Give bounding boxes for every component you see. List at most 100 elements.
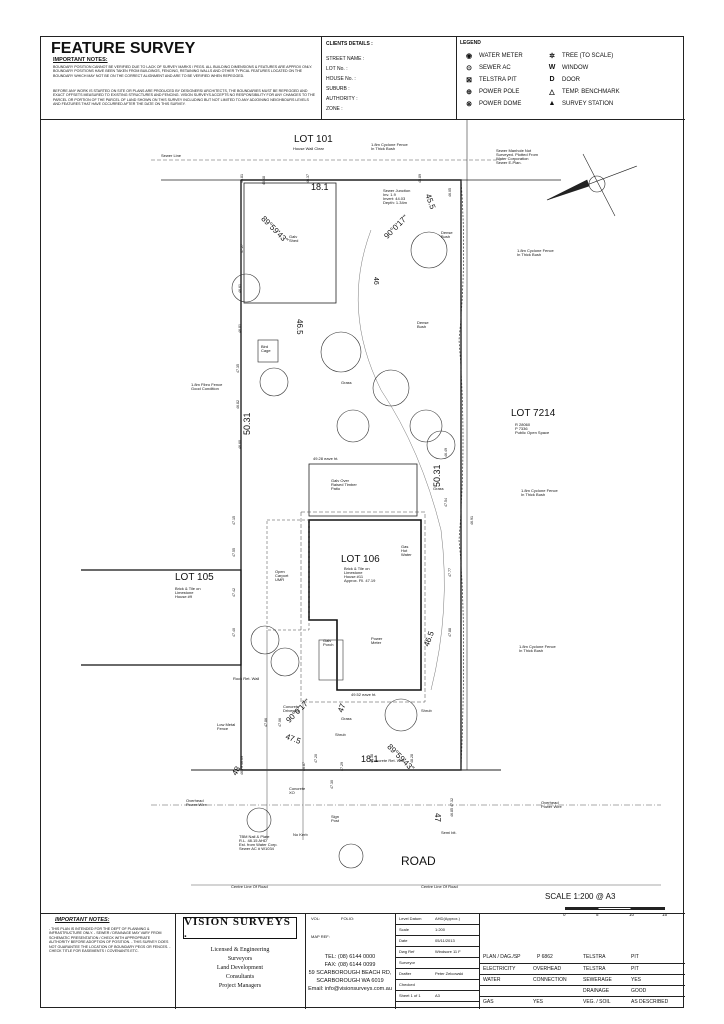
footer-divider-v3 bbox=[395, 913, 396, 1009]
plan-label-centre-line-right: Centre Line Of Road bbox=[421, 884, 458, 889]
services-row-divider bbox=[479, 974, 685, 975]
info-row-divider bbox=[395, 968, 479, 969]
client-field-label: AUTHORITY : bbox=[326, 96, 358, 102]
page-title: FEATURE SURVEY bbox=[51, 40, 196, 57]
legend-label: TEMP. BENCHMARK bbox=[562, 89, 620, 95]
spot-level: 47.29 bbox=[340, 762, 344, 771]
plan-label-shrub-b: Shrub bbox=[421, 708, 432, 713]
plan-label-grass-a: Grass bbox=[341, 380, 352, 385]
services-cell: VEG. / SOIL bbox=[583, 999, 611, 1005]
info-value: 05/11/2013 bbox=[435, 938, 455, 943]
dimension-d47-b: 47 bbox=[433, 813, 442, 822]
site-plan bbox=[81, 120, 661, 886]
dimension-top-width: 18.1 bbox=[311, 182, 329, 192]
spot-level: 47.06 bbox=[278, 718, 282, 727]
logo-text: VISION SURVEYS . bbox=[184, 916, 291, 940]
services-cell: WATER bbox=[483, 977, 501, 983]
client-field-label: SUBURB : bbox=[326, 86, 350, 92]
contact-line: 59 SCARBOROUGH BEACH RD, bbox=[308, 970, 392, 976]
services-cell: TELSTRA bbox=[583, 966, 606, 972]
spot-level: 45.89 bbox=[418, 174, 422, 183]
plan-label-sewer-line: Sewer Line bbox=[161, 153, 182, 158]
services-cell: PIT bbox=[631, 966, 639, 972]
client-field-label: ZONE : bbox=[326, 106, 343, 112]
plan-label-lot101: LOT 101 bbox=[294, 134, 333, 145]
spot-level: 48.38 bbox=[370, 754, 374, 763]
info-value: Peter Zelcowski bbox=[435, 971, 464, 976]
plan-label-patio-eave: 49.28 eave ht. bbox=[313, 456, 339, 461]
plan-label-lot101-note: House Wall Clear bbox=[293, 146, 324, 151]
plan-label-rock-ret-wall: Rock Ret. Wall bbox=[233, 676, 260, 681]
client-field-label: HOUSE No. : bbox=[326, 76, 356, 82]
dimension-right-side: 50.31 bbox=[432, 464, 442, 487]
legend-label: TREE (TO SCALE) bbox=[562, 53, 614, 59]
legend-label: WATER METER bbox=[479, 53, 523, 59]
contact-line: SCARBOROUGH WA 6019 bbox=[316, 978, 384, 984]
company-line: Licensed & Engineering bbox=[210, 947, 270, 953]
spot-level: 46.91 bbox=[470, 516, 474, 525]
spot-level: 47.20 bbox=[314, 754, 318, 763]
spot-level: 46.49 bbox=[444, 448, 448, 457]
header-divider-v1 bbox=[321, 37, 322, 119]
plan-label-semi-bit: Semi bit. bbox=[441, 830, 457, 835]
plan-label-lot106-sub: Brick & Tile on Limestone House #11 Appr… bbox=[344, 566, 376, 583]
plan-label-power-meter: Power Meter bbox=[371, 636, 383, 645]
services-cell: OVERHEAD bbox=[533, 966, 562, 972]
legend-label: TELSTRA PIT bbox=[479, 77, 517, 83]
legend-item: ⊗POWER DOME bbox=[463, 100, 521, 108]
plan-label-galv-shed: Galv Shed bbox=[289, 234, 299, 243]
spot-level: 46.05 bbox=[448, 188, 452, 197]
spot-level: 47.35 bbox=[236, 364, 240, 373]
plan-label-lot105-sub: Brick & Tile on Limestone House #9 bbox=[175, 586, 201, 599]
scale-bar bbox=[565, 907, 665, 910]
info-value: A3 bbox=[435, 993, 440, 998]
legend-tb-icon: △ bbox=[549, 89, 555, 96]
company-line: Surveyors bbox=[227, 956, 253, 962]
footer-divider-v1 bbox=[175, 913, 176, 1009]
design-note-text: BEFORE ANY WORK IS STARTED ON SITE OR PL… bbox=[53, 89, 315, 107]
plan-label-gas-hot-water: Gas Hot Water bbox=[401, 544, 412, 557]
scale-label: SCALE 1:200 @ A3 bbox=[545, 892, 616, 901]
plan-label-low-metal-fence: Low Metal Fence bbox=[217, 722, 236, 731]
legend-d-icon: D bbox=[549, 76, 555, 83]
info-label: Checked bbox=[399, 982, 415, 987]
important-notes-heading: IMPORTANT NOTES: bbox=[53, 57, 108, 63]
info-value: 1:200 bbox=[435, 927, 446, 932]
info-label: Surveyor bbox=[399, 960, 416, 965]
contact-line: Email: info@visionsurveys.com.au bbox=[308, 986, 392, 992]
plan-dag-value: P 6862 bbox=[537, 954, 553, 960]
plan-label-open-carport: Open Carport UMR bbox=[275, 569, 289, 582]
services-header: PIT bbox=[631, 954, 639, 960]
info-row-divider bbox=[395, 935, 479, 936]
services-cell: YES bbox=[631, 977, 642, 983]
dimension-d465-a: 46.5 bbox=[295, 319, 304, 335]
spot-level: 47.88 bbox=[448, 628, 452, 637]
services-cell: GOOD bbox=[631, 988, 647, 994]
info-label: Scale bbox=[399, 927, 410, 932]
services-row-divider bbox=[479, 985, 685, 986]
services-cell: GAS bbox=[483, 999, 494, 1005]
services-header: TELSTRA bbox=[583, 954, 606, 960]
info-value: AHD(Approx.) bbox=[435, 916, 460, 921]
legend-label: SEWER AC bbox=[479, 65, 511, 71]
spot-level: 45.81 bbox=[240, 174, 244, 183]
spot-level: 46.69 bbox=[240, 756, 244, 765]
services-cell: SEWERAGE bbox=[583, 977, 612, 983]
spot-level: 46.61 bbox=[238, 284, 242, 293]
plan-label-dense-bush-mid: Dense Bush bbox=[417, 320, 429, 329]
footer-divider-v4 bbox=[479, 913, 480, 1009]
footer-divider-v2 bbox=[305, 913, 306, 1009]
dimension-bottom-width: 18.1 bbox=[361, 754, 379, 764]
plan-label-bird-cage: Bird Cage bbox=[261, 344, 271, 353]
services-row-divider bbox=[479, 963, 685, 964]
plan-label-concrete-xo: Concrete XO bbox=[289, 786, 306, 795]
plan-label-no-kerb: No Kerb bbox=[293, 832, 308, 837]
company-line: Land Development bbox=[216, 965, 264, 971]
footer-divider bbox=[41, 913, 685, 914]
plan-label-cyclone-fence-low: 1.8m Cyclone Fence In Thick Bush bbox=[519, 644, 556, 653]
spot-level: 46.60 bbox=[238, 440, 242, 449]
clients-details-label: CLIENTS DETAILS : bbox=[326, 41, 373, 47]
services-row-divider bbox=[479, 996, 685, 997]
legend-item: ⊠TELSTRA PIT bbox=[463, 76, 517, 84]
